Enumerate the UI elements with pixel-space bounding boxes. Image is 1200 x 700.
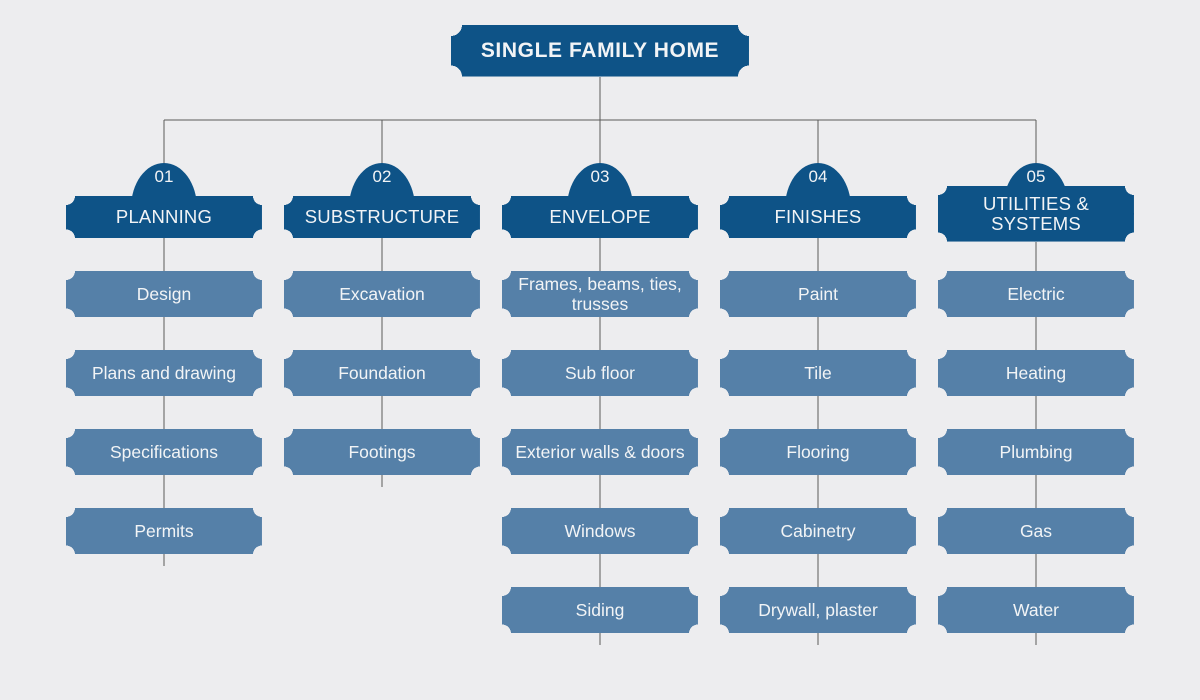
sub-item-box[interactable]: Water (938, 587, 1134, 633)
sub-item-label: Design (136, 283, 192, 304)
sub-item-label: Tile (804, 362, 832, 383)
category-header-label: PLANNING (115, 206, 213, 228)
sub-item-box[interactable]: Specifications (66, 429, 262, 475)
sub-item-label: Flooring (786, 441, 850, 462)
sub-item-label: Plumbing (999, 441, 1073, 462)
category-header-label: UTILITIES & SYSTEMS (982, 193, 1090, 234)
category-header-05[interactable]: UTILITIES & SYSTEMS (938, 186, 1134, 242)
sub-item-box[interactable]: Tile (720, 350, 916, 396)
sub-item-label: Plans and drawing (92, 362, 236, 383)
category-header-04[interactable]: FINISHES (720, 196, 916, 238)
sub-item-label: Specifications (110, 441, 218, 462)
sub-item-box[interactable]: Plumbing (938, 429, 1134, 475)
category-number-label: 04 (808, 167, 828, 186)
sub-item-label: Gas (1019, 520, 1053, 541)
category-header-label: SUBSTRUCTURE (304, 206, 460, 228)
category-number-label: 01 (154, 167, 174, 186)
sub-item-box[interactable]: Electric (938, 271, 1134, 317)
sub-item-box[interactable]: Excavation (284, 271, 480, 317)
sub-item-label: Exterior walls & doors (515, 441, 685, 462)
category-header-01[interactable]: PLANNING (66, 196, 262, 238)
category-header-label: ENVELOPE (549, 206, 651, 228)
category-number-label: 03 (590, 167, 610, 186)
sub-item-box[interactable]: Paint (720, 271, 916, 317)
sub-item-box[interactable]: Flooring (720, 429, 916, 475)
sub-item-box[interactable]: Exterior walls & doors (502, 429, 698, 475)
sub-item-box[interactable]: Siding (502, 587, 698, 633)
sub-item-box[interactable]: Heating (938, 350, 1134, 396)
category-header-02[interactable]: SUBSTRUCTURE (284, 196, 480, 238)
sub-item-box[interactable]: Plans and drawing (66, 350, 262, 396)
sub-item-label: Windows (564, 520, 636, 541)
sub-item-label: Frames, beams, ties, trusses (518, 273, 682, 314)
sub-item-box[interactable]: Design (66, 271, 262, 317)
sub-item-box[interactable]: Drywall, plaster (720, 587, 916, 633)
sub-item-label: Drywall, plaster (758, 599, 878, 620)
sub-item-box[interactable]: Footings (284, 429, 480, 475)
category-header-label: FINISHES (774, 206, 862, 228)
sub-item-box[interactable]: Frames, beams, ties, trusses (502, 271, 698, 317)
category-header-03[interactable]: ENVELOPE (502, 196, 698, 238)
sub-item-box[interactable]: Foundation (284, 350, 480, 396)
sub-item-label: Electric (1007, 283, 1065, 304)
root-node-label: SINGLE FAMILY HOME (480, 38, 720, 62)
sub-item-box[interactable]: Cabinetry (720, 508, 916, 554)
sub-item-box[interactable]: Windows (502, 508, 698, 554)
sub-item-box[interactable]: Gas (938, 508, 1134, 554)
sub-item-label: Water (1012, 599, 1060, 620)
sub-item-label: Cabinetry (780, 520, 856, 541)
root-node[interactable]: SINGLE FAMILY HOME (451, 25, 749, 77)
sub-item-label: Foundation (338, 362, 426, 383)
category-number-label: 05 (1026, 167, 1046, 186)
sub-item-label: Heating (1005, 362, 1067, 383)
sub-item-label: Sub floor (564, 362, 636, 383)
sub-item-box[interactable]: Sub floor (502, 350, 698, 396)
category-number-label: 02 (372, 167, 392, 186)
sub-item-label: Footings (348, 441, 416, 462)
sub-item-label: Siding (575, 599, 625, 620)
sub-item-label: Paint (798, 283, 838, 304)
sub-item-label: Excavation (339, 283, 425, 304)
sub-item-box[interactable]: Permits (66, 508, 262, 554)
sub-item-label: Permits (134, 520, 194, 541)
